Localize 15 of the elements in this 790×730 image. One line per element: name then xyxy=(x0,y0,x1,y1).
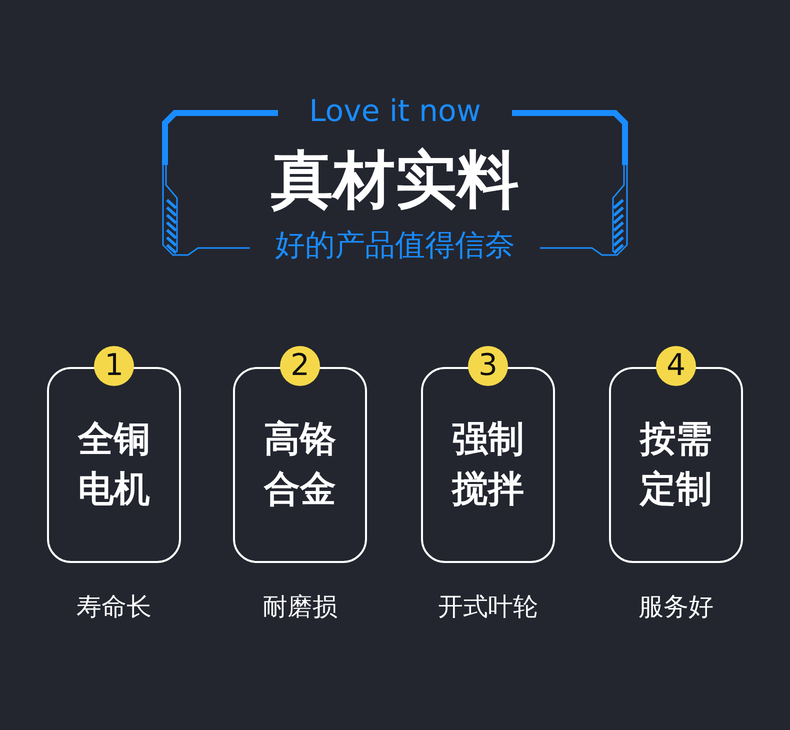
number-badge: 2 xyxy=(280,346,320,386)
feature-caption: 耐磨损 xyxy=(262,591,338,623)
number-badge: 3 xyxy=(468,346,508,386)
tagline: Love it now xyxy=(308,93,482,131)
feature-text: 按需定制 xyxy=(638,418,713,512)
title: 真材实料 xyxy=(270,142,520,218)
number-badge: 1 xyxy=(94,346,134,386)
feature-caption: 开式叶轮 xyxy=(437,591,539,623)
number-badge: 4 xyxy=(656,346,696,386)
feature-text: 高铬合金 xyxy=(262,418,337,512)
subtitle: 好的产品值得信奈 xyxy=(274,227,516,265)
feature-caption: 寿命长 xyxy=(76,591,152,623)
feature-text: 全铜电机 xyxy=(76,418,151,512)
feature-caption: 服务好 xyxy=(638,591,714,623)
feature-text: 强制搅拌 xyxy=(450,418,525,512)
